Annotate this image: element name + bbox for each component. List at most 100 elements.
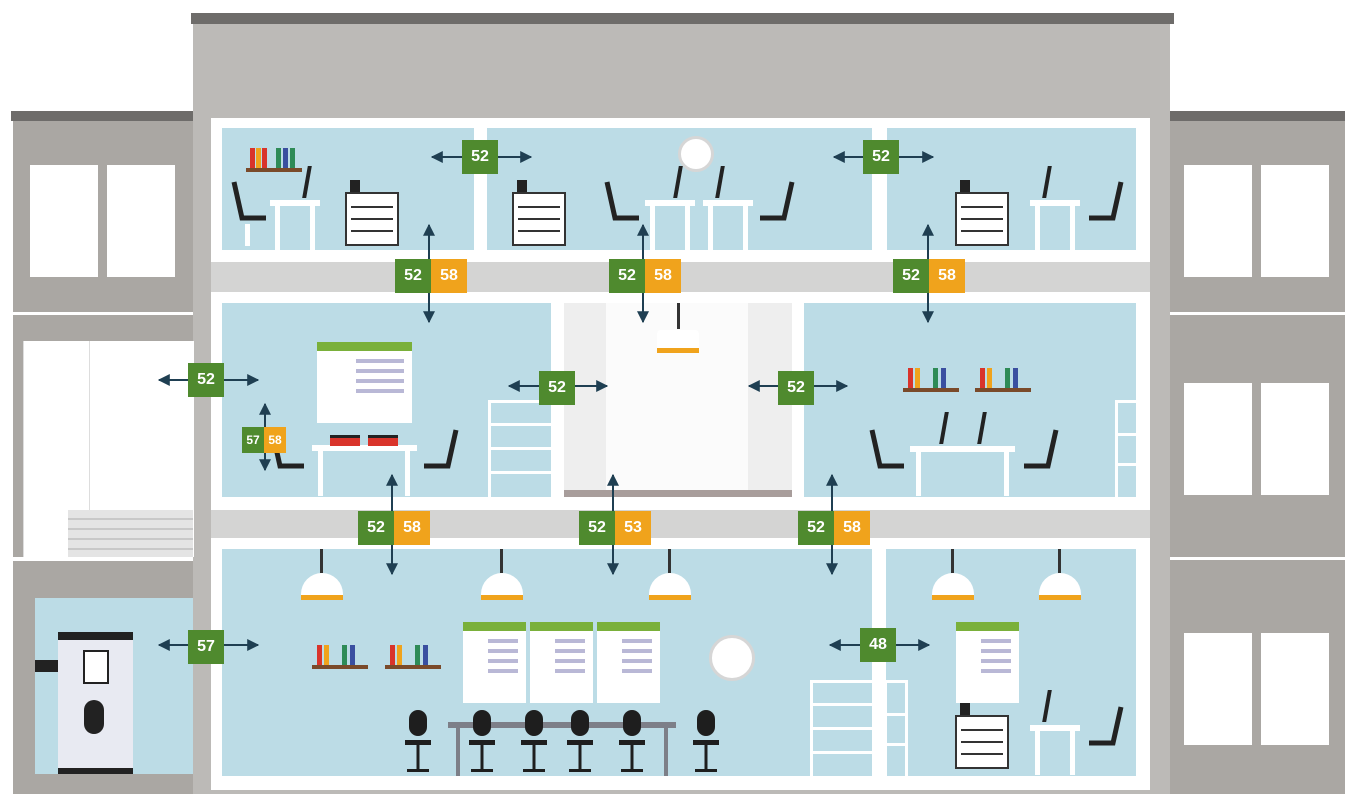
conference-chair-icon	[521, 710, 547, 772]
whiteboard	[597, 622, 660, 703]
bookshelf-icon	[385, 665, 441, 669]
desk-leg	[685, 206, 690, 250]
desk	[312, 445, 417, 451]
main-roof	[191, 13, 1174, 24]
green-value: 57	[242, 427, 264, 453]
whiteboard	[530, 622, 593, 703]
desk-leg	[318, 451, 323, 496]
orange-value: 58	[834, 511, 870, 545]
sound-rating-badge: 52	[863, 140, 899, 174]
window	[1184, 383, 1252, 495]
lamp-cord	[500, 549, 503, 573]
green-value: 52	[778, 371, 814, 405]
desk-leg	[310, 206, 315, 250]
cabinet	[955, 192, 1009, 246]
entrance-divider	[89, 341, 90, 511]
book	[423, 645, 428, 665]
book	[342, 645, 347, 665]
sound-rating-badge: 52	[539, 371, 575, 405]
desk-leg	[743, 206, 748, 250]
desk-leg	[1070, 731, 1075, 775]
chair-icon	[1089, 181, 1124, 221]
table-leg	[664, 728, 668, 776]
chair-icon	[424, 429, 459, 469]
table-leg	[456, 728, 460, 776]
stairs	[68, 510, 193, 557]
bookshelf-icon	[975, 388, 1031, 392]
book	[324, 645, 329, 665]
conference-chair-icon	[405, 710, 431, 772]
window	[1184, 633, 1252, 745]
desk-leg	[916, 452, 921, 496]
clock-icon	[678, 136, 714, 172]
printer-icon	[350, 180, 360, 192]
chair-icon	[1024, 429, 1059, 469]
green-value: 52	[798, 511, 834, 545]
book	[941, 368, 946, 388]
conference-chair-icon	[469, 710, 495, 772]
window	[30, 165, 98, 277]
green-value: 52	[539, 371, 575, 405]
orange-value: 58	[394, 511, 430, 545]
right-wing-line	[1170, 557, 1345, 560]
green-value: 48	[860, 628, 896, 662]
clock-icon	[709, 635, 755, 681]
book	[987, 368, 992, 388]
green-value: 52	[462, 140, 498, 174]
desk	[645, 200, 695, 206]
green-value: 52	[395, 259, 431, 293]
lamp-cord	[951, 549, 954, 573]
whiteboard	[956, 622, 1019, 703]
book	[1005, 368, 1010, 388]
chair-icon	[760, 181, 795, 221]
sound-rating-badge: 52	[188, 363, 224, 397]
stairwell-floor	[564, 490, 792, 497]
book	[390, 645, 395, 665]
sound-rating-badge: 48	[860, 628, 896, 662]
book	[250, 148, 255, 168]
bookcase	[488, 400, 554, 500]
book	[350, 645, 355, 665]
printer-icon	[960, 180, 970, 192]
desk-leg	[1035, 206, 1040, 250]
window	[107, 165, 175, 277]
desk	[1030, 200, 1080, 206]
chair-icon	[869, 429, 904, 469]
green-value: 52	[188, 363, 224, 397]
sound-rating-badge: 57	[188, 630, 224, 664]
control-panel-icon	[83, 650, 109, 684]
conference-chair-icon	[693, 710, 719, 772]
desk	[270, 200, 320, 206]
desk-leg	[405, 451, 410, 496]
printer-icon	[517, 180, 527, 192]
bookshelf-icon	[246, 168, 302, 172]
lamp-icon	[649, 573, 691, 600]
lamp-cord	[320, 549, 323, 573]
book	[397, 645, 402, 665]
left-wing-roof	[11, 111, 193, 121]
cabinet	[955, 715, 1009, 769]
printer-icon	[960, 703, 970, 715]
window	[1184, 165, 1252, 277]
desk	[703, 200, 753, 206]
book	[290, 148, 295, 168]
window	[1261, 165, 1329, 277]
unit-handle	[84, 700, 104, 734]
lamp-cord	[677, 303, 680, 329]
desk-leg	[1004, 452, 1009, 496]
chair-icon	[1089, 706, 1124, 746]
conference-chair-icon	[619, 710, 645, 772]
chair-icon	[604, 181, 639, 221]
green-value: 52	[579, 511, 615, 545]
whiteboard	[463, 622, 526, 703]
window	[1261, 383, 1329, 495]
bookcase	[884, 680, 908, 780]
left-wing-band	[13, 315, 193, 341]
